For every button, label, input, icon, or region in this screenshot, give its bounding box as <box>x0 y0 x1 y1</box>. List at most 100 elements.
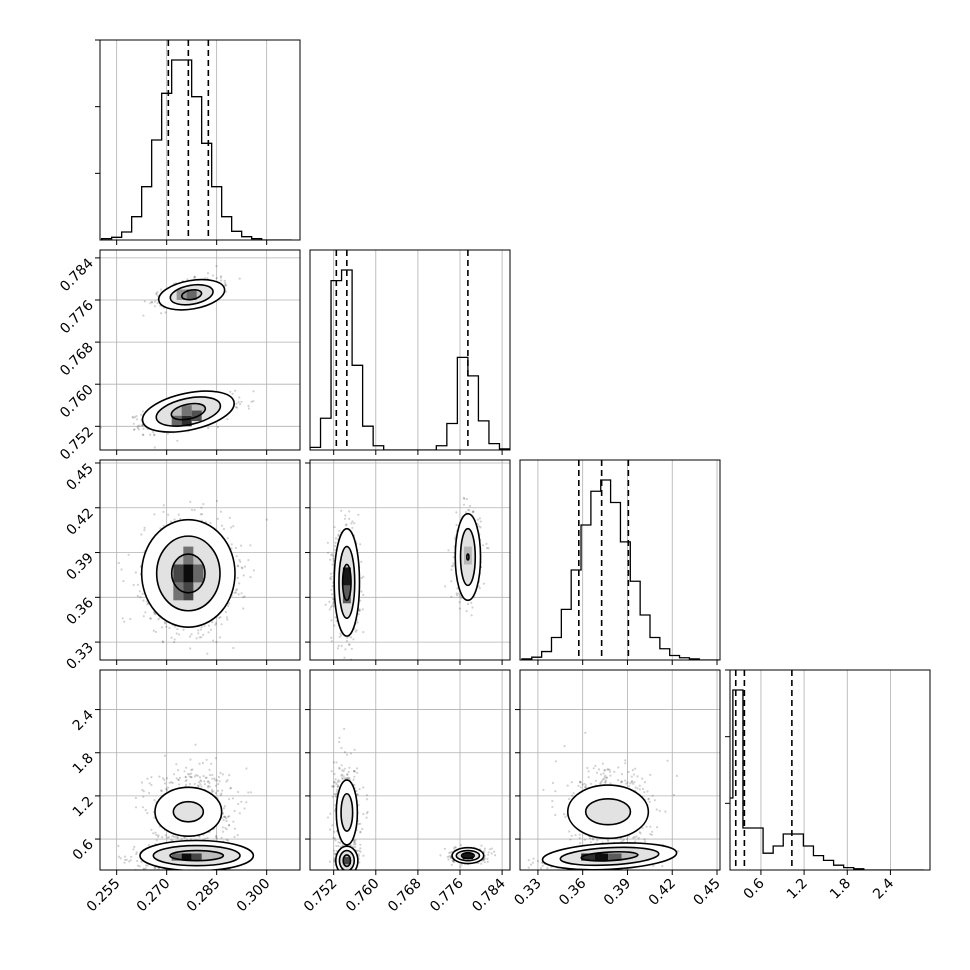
scatter-point <box>230 547 233 550</box>
scatter-point <box>194 276 197 279</box>
scatter-point <box>190 508 194 511</box>
scatter-point <box>132 422 135 425</box>
scatter-point <box>206 277 209 280</box>
scatter-point <box>358 608 361 611</box>
scatter-point <box>235 555 238 558</box>
scatter-point <box>161 640 164 643</box>
scatter-point <box>137 428 140 431</box>
panel-background <box>100 40 300 240</box>
scatter-point <box>229 390 232 393</box>
scatter-point <box>170 636 173 639</box>
scatter-point <box>456 594 459 597</box>
panel-frame <box>729 669 931 871</box>
scatter-point <box>133 428 136 431</box>
scatter-point <box>188 635 192 638</box>
scatter-point <box>202 633 205 637</box>
scatter-point <box>132 583 135 587</box>
scatter-point <box>117 561 120 565</box>
scatter-point <box>149 302 152 305</box>
scatter-point <box>242 574 245 577</box>
scatter-point <box>482 582 486 585</box>
scatter-point <box>199 513 202 516</box>
scatter-point <box>149 617 152 620</box>
scatter-point <box>144 867 147 870</box>
scatter-point <box>119 857 122 860</box>
scatter-point <box>159 288 163 291</box>
scatter-point <box>235 402 238 405</box>
scatter-point <box>470 601 473 605</box>
scatter-point <box>132 416 135 419</box>
scatter-point <box>162 641 165 644</box>
scatter-point <box>215 640 218 644</box>
scatter-point <box>334 541 337 544</box>
scatter-point <box>140 424 143 427</box>
scatter-point <box>329 577 332 580</box>
scatter-point <box>151 301 154 304</box>
scatter-point <box>447 549 450 552</box>
y-tick-label: 0.784 <box>57 255 97 295</box>
scatter-point <box>477 585 480 588</box>
scatter-point <box>182 628 185 631</box>
scatter-point <box>141 410 144 413</box>
scatter-point <box>333 624 336 627</box>
scatter-point <box>132 848 135 851</box>
contour-line <box>170 402 207 421</box>
scatter-point <box>207 427 210 430</box>
contour-line <box>341 563 352 602</box>
scatter-point <box>463 497 466 500</box>
scatter-point <box>348 517 351 521</box>
scatter-point <box>345 523 348 526</box>
density-cell <box>181 405 192 416</box>
contour-line <box>338 545 356 620</box>
scatter-point <box>196 872 198 874</box>
scatter-point <box>193 508 196 512</box>
scatter-point <box>121 617 124 620</box>
scatter-point <box>193 275 196 278</box>
scatter-point <box>344 514 347 517</box>
scatter-point <box>168 626 171 630</box>
x-tick-label: 1.2 <box>784 876 811 903</box>
scatter-point <box>345 639 349 643</box>
scatter-point <box>173 638 176 641</box>
scatter-point <box>357 513 360 516</box>
scatter-point <box>141 592 144 595</box>
scatter-point <box>225 284 228 287</box>
panel-frame <box>519 459 721 661</box>
scatter-point <box>460 597 463 600</box>
scatter-point <box>337 534 340 538</box>
scatter-point <box>220 279 223 282</box>
scatter-point <box>216 517 219 521</box>
scatter-point <box>350 647 353 650</box>
scatter-point <box>240 592 243 595</box>
scatter-point <box>129 617 132 621</box>
scatter-point <box>234 546 238 550</box>
scatter-point <box>452 556 455 559</box>
scatter-point <box>348 643 351 646</box>
scatter-point <box>339 634 343 637</box>
scatter-point <box>336 647 339 650</box>
scatter-point <box>330 588 333 591</box>
scatter-point <box>343 517 347 520</box>
scatter-point <box>478 525 481 528</box>
scatter-point <box>332 557 335 560</box>
scatter-point <box>212 639 215 642</box>
density-cell <box>342 585 351 604</box>
scatter-point <box>329 558 332 561</box>
scatter-point <box>127 553 130 556</box>
scatter-point <box>348 510 351 513</box>
scatter-point <box>226 537 229 540</box>
scatter-point <box>228 602 231 605</box>
scatter-point <box>214 622 218 625</box>
scatter-point <box>220 524 224 527</box>
scatter-point <box>362 575 365 578</box>
scatter-point <box>153 434 156 437</box>
scatter-point <box>331 554 335 558</box>
scatter-point <box>250 400 253 403</box>
scatter-point <box>143 300 146 303</box>
scatter-point <box>239 403 242 406</box>
panel-frame <box>99 249 301 451</box>
contour-line <box>454 512 482 602</box>
scatter-point <box>330 640 333 643</box>
scatter-point <box>331 563 334 566</box>
